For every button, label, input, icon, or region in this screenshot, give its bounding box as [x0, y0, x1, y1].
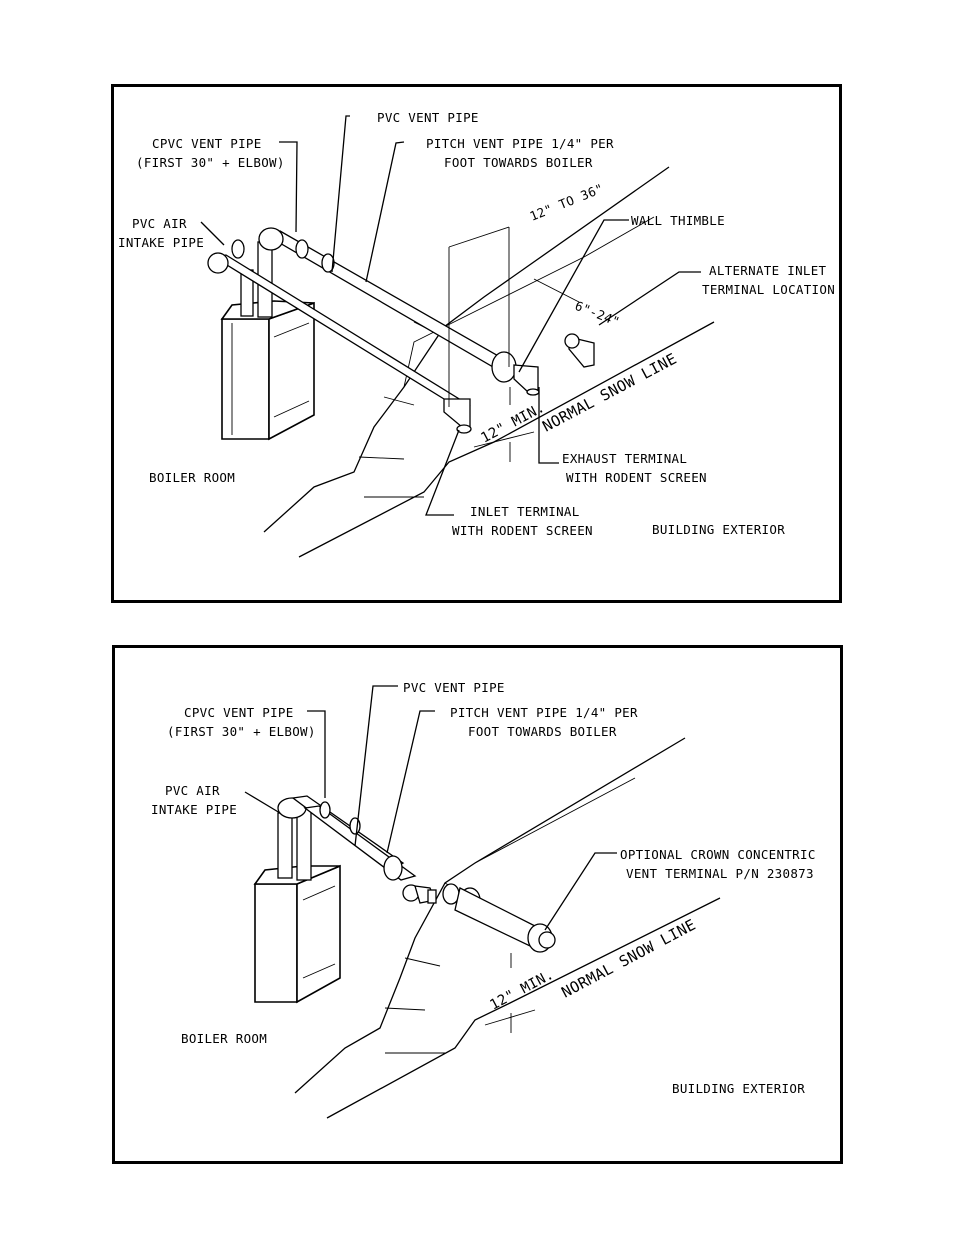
- label-pvc-air-line-1: PVC AIR: [165, 783, 220, 798]
- label-spacing-12-36: 12" TO 36": [528, 181, 606, 224]
- label-building-exterior: BUILDING EXTERIOR: [672, 1081, 805, 1096]
- concentric-vent-drawing: PVC VENT PIPE CPVC VENT PIPE (FIRST 30" …: [151, 680, 816, 1119]
- label-boiler-room: BOILER ROOM: [149, 470, 235, 485]
- building-wall: [294, 737, 721, 1119]
- diagram-panel-concentric-vent: PVC VENT PIPE CPVC VENT PIPE (FIRST 30" …: [112, 645, 843, 1164]
- label-spacing-6-24: 6"-24": [573, 298, 622, 330]
- dimension-lines: [448, 226, 580, 462]
- vent-piping: [207, 227, 595, 434]
- label-pvc-vent-pipe: PVC VENT PIPE: [377, 110, 479, 125]
- label-pitch-line-1: PITCH VENT PIPE 1/4" PER: [450, 705, 638, 720]
- label-cpvc-note: (FIRST 30" + ELBOW): [167, 724, 316, 739]
- label-wall-thimble: WALL THIMBLE: [631, 213, 725, 228]
- label-12-min: 12" MIN.: [487, 967, 556, 1014]
- label-boiler-room: BOILER ROOM: [181, 1031, 267, 1046]
- leader-lines: [200, 115, 701, 516]
- label-cpvc-note: (FIRST 30" + ELBOW): [136, 155, 285, 170]
- label-crown-line-2: VENT TERMINAL P/N 230873: [626, 866, 814, 881]
- label-cpvc-vent-pipe: CPVC VENT PIPE: [184, 705, 294, 720]
- label-pitch-line-2: FOOT TOWARDS BOILER: [444, 155, 593, 170]
- leader-lines: [244, 685, 617, 931]
- boiler-unit: [220, 300, 315, 441]
- label-cpvc-vent-pipe: CPVC VENT PIPE: [152, 136, 262, 151]
- boiler-unit: [253, 864, 341, 1004]
- label-12-min: 12" MIN.: [478, 400, 547, 447]
- label-pvc-vent-pipe: PVC VENT PIPE: [403, 680, 505, 695]
- label-exhaust-line-1: EXHAUST TERMINAL: [562, 451, 687, 466]
- label-pvc-air-line-1: PVC AIR: [132, 216, 187, 231]
- label-exhaust-line-2: WITH RODENT SCREEN: [566, 470, 707, 485]
- callout-labels: PVC VENT PIPE CPVC VENT PIPE (FIRST 30" …: [151, 680, 816, 1096]
- label-pitch-line-1: PITCH VENT PIPE 1/4" PER: [426, 136, 614, 151]
- label-inlet-line-2: WITH RODENT SCREEN: [452, 523, 593, 538]
- label-normal-snow-line: NORMAL SNOW LINE: [539, 350, 679, 436]
- label-inlet-line-1: INLET TERMINAL: [470, 504, 580, 519]
- label-crown-line-1: OPTIONAL CROWN CONCENTRIC: [620, 847, 816, 862]
- label-alt-inlet-line-1: ALTERNATE INLET: [709, 263, 827, 278]
- label-pitch-line-2: FOOT TOWARDS BOILER: [468, 724, 617, 739]
- dimension-lines: [484, 953, 536, 1033]
- vent-piping: [277, 795, 556, 953]
- label-alt-inlet-line-2: TERMINAL LOCATION: [702, 282, 835, 297]
- label-building-exterior: BUILDING EXTERIOR: [652, 522, 785, 537]
- label-pvc-air-line-2: INTAKE PIPE: [151, 802, 237, 817]
- label-normal-snow-line: NORMAL SNOW LINE: [558, 916, 698, 1002]
- label-pvc-air-line-2: INTAKE PIPE: [118, 235, 204, 250]
- direct-vent-drawing: PVC VENT PIPE CPVC VENT PIPE (FIRST 30" …: [118, 110, 835, 558]
- diagram-panel-direct-vent: PVC VENT PIPE CPVC VENT PIPE (FIRST 30" …: [111, 84, 842, 603]
